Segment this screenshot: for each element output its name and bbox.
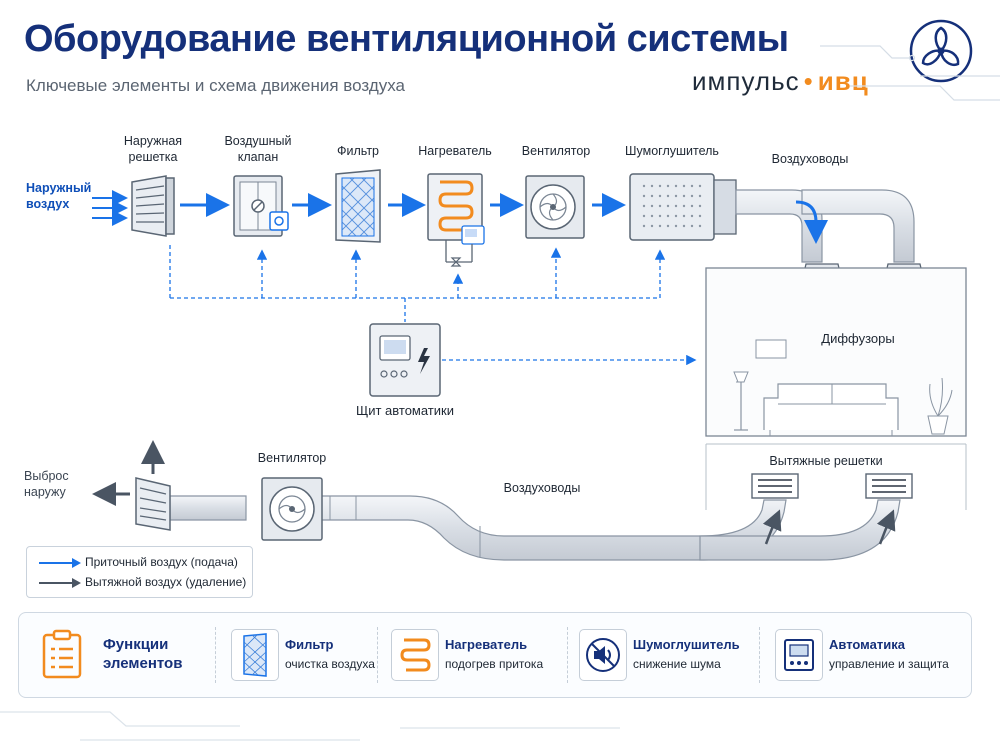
exhaust-ducts-label: Воздуховоды [503, 481, 581, 495]
exhaust-fan [261, 477, 323, 541]
heater-unit [427, 173, 485, 267]
discharge-label: Выброс наружу [24, 469, 69, 499]
exhaust-hood [92, 440, 171, 531]
supply-line-icon [39, 557, 81, 568]
brand-dot: • [803, 66, 814, 96]
control-panel-icon [775, 629, 823, 681]
control-panel-label: Щит автоматики [356, 403, 454, 418]
legend: Приточный воздух (подача) Вытяжной возду… [26, 546, 253, 598]
brand-logo: импульс•ивц [692, 66, 869, 97]
function-filter-desc: очистка воздуха [285, 657, 375, 671]
air-damper-label: Воздушный клапан [224, 134, 292, 164]
legend-exhaust-label: Вытяжной воздух (удаление) [85, 575, 247, 589]
exhaust-ducts [169, 495, 901, 561]
control-panel [369, 323, 441, 397]
function-heater-name: Нагреватель [445, 637, 528, 652]
function-automation-name: Автоматика [829, 637, 905, 652]
brand-suffix: ивц [817, 66, 869, 96]
functions-title: Функции элементов [103, 636, 183, 672]
clipboard-icon [42, 629, 82, 679]
exhaust-line-icon [39, 577, 81, 588]
legend-item-exhaust: Вытяжной воздух (удаление) [39, 575, 246, 589]
silencer-label: Шумоглушитель [625, 144, 719, 158]
supply-fan-label: Вентилятор [521, 144, 591, 158]
brand-name: импульс [692, 66, 800, 96]
legend-supply-label: Приточный воздух (подача) [85, 555, 238, 569]
room-illustration [705, 267, 967, 510]
function-filter-name: Фильтр [285, 637, 334, 652]
filter-unit [335, 169, 381, 243]
outdoor-air-arrows [92, 190, 128, 226]
supply-fan [525, 175, 585, 239]
diffusers-label: Диффузоры [821, 331, 895, 346]
legend-item-supply: Приточный воздух (подача) [39, 555, 238, 569]
page-title: Оборудование вентиляционной системы [24, 18, 789, 60]
page-subtitle: Ключевые элементы и схема движения возду… [26, 76, 406, 95]
exhaust-grilles [751, 473, 913, 499]
filter-icon [231, 629, 279, 681]
functions-panel: Функции элементов Фильтр очистка воздуха… [18, 612, 972, 698]
exhaust-grilles-label: Вытяжные решетки [769, 454, 883, 468]
air-damper [233, 175, 289, 237]
exhaust-fan-label: Вентилятор [257, 451, 327, 465]
filter-label: Фильтр [337, 144, 379, 158]
outdoor-grille-label: Наружная решетка [123, 134, 183, 164]
function-silencer-desc: снижение шума [633, 657, 721, 671]
heater-icon [391, 629, 439, 681]
circuit-decoration [820, 45, 1000, 101]
function-silencer-name: Шумоглушитель [633, 637, 740, 652]
control-wiring [169, 244, 697, 366]
silencer-unit [629, 173, 737, 241]
fan-logo-icon [909, 19, 973, 83]
bottom-circuit-decoration [0, 711, 620, 741]
heater-label: Нагреватель [418, 144, 492, 158]
supply-ducts-label: Воздуховоды [771, 152, 849, 166]
outdoor-grille [131, 175, 175, 237]
outdoor-air-label: Наружный воздух [26, 181, 92, 211]
function-automation-desc: управление и защита [829, 657, 949, 671]
silencer-icon [579, 629, 627, 681]
function-heater-desc: подогрев притока [445, 657, 544, 671]
supply-ducts [735, 189, 915, 263]
